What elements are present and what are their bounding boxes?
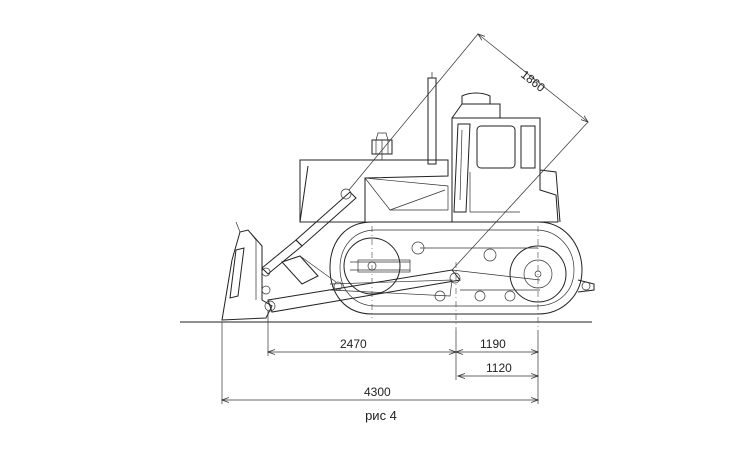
figure-caption: рис 4 [365,408,397,423]
dim-1860 [348,34,588,271]
exhaust-pipe [427,72,437,165]
dozer-blade [221,221,276,321]
operator-cab [451,92,561,223]
lift-cylinder [261,188,357,285]
dim-1190-label: 1190 [480,337,506,351]
air-cleaner [371,132,393,160]
sprocket-wheel [509,245,567,303]
engine-hood [299,159,449,223]
dim-4300-label: 4300 [364,385,391,399]
rear-hitch [577,279,595,293]
dim-2470-label: 2470 [340,337,367,351]
dim-1860-label: 1860 [518,67,548,95]
dim-1120-label: 1120 [486,361,512,375]
